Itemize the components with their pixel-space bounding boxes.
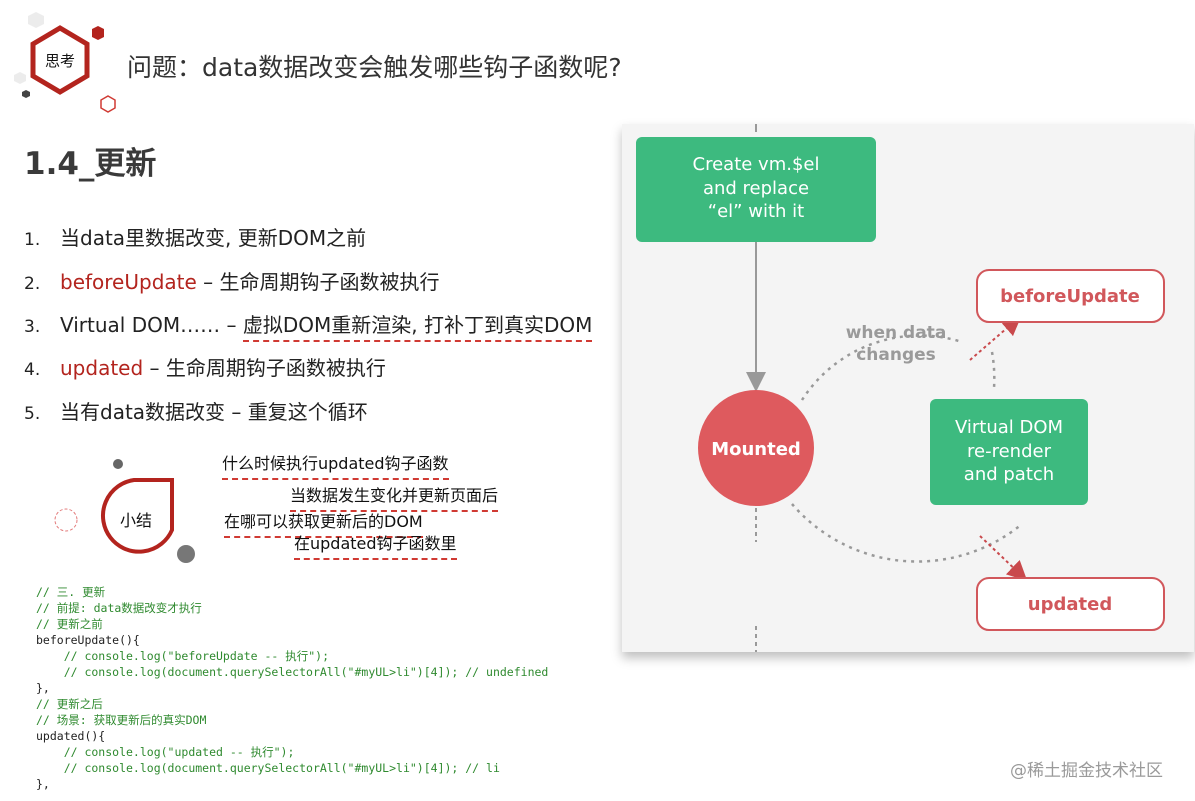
vdom-line-2: re-render bbox=[967, 441, 1052, 462]
create-box-line-3: “el” with it bbox=[708, 201, 804, 222]
vdom-line-1: Virtual DOM bbox=[955, 417, 1063, 438]
list-item-text: 当data里数据改变, 更新DOM之前 bbox=[60, 226, 367, 250]
create-box-line-2: and replace bbox=[703, 178, 809, 199]
lifecycle-diagram: Create vm.$el and replace “el” with it M… bbox=[622, 124, 1194, 652]
code-block: // 三. 更新 // 前提: data数据改变才执行 // 更新之前 beforeU… bbox=[36, 584, 548, 792]
list-item-text: 虚拟DOM重新渲染, 打补丁到真实DOM bbox=[242, 313, 593, 342]
code-line: // console.log(document.querySelectorAll… bbox=[36, 665, 549, 679]
list-item-text: – 生命周期钩子函数被执行 bbox=[196, 270, 440, 294]
summary-icon: 小结 bbox=[54, 459, 195, 563]
code-line: // console.log("beforeUpdate -- 执行"); bbox=[36, 649, 330, 663]
code-line: }, bbox=[36, 777, 50, 791]
virtual-dom-box bbox=[930, 399, 1088, 505]
beforeupdate-box bbox=[976, 269, 1165, 323]
code-line: // console.log("updated -- 执行"); bbox=[36, 745, 295, 759]
code-line: beforeUpdate(){ bbox=[36, 633, 140, 647]
summary-line-4: 在updated钩子函数里 bbox=[294, 530, 457, 560]
list-item-text: updated bbox=[60, 356, 144, 380]
create-el-box bbox=[636, 137, 876, 242]
code-line: // 更新之后 bbox=[36, 697, 103, 711]
arrow-to-beforeupdate bbox=[969, 315, 1022, 361]
question-text: 问题：data数据改变会触发哪些钩子函数呢? bbox=[127, 53, 622, 82]
code-line: updated(){ bbox=[36, 729, 106, 743]
list-item-number: 1. bbox=[24, 230, 41, 250]
watermark: @稀土掘金技术社区 bbox=[1010, 761, 1163, 781]
cycle-arc-top-left bbox=[800, 334, 963, 401]
code-line: // 场景: 获取更新后的真实DOM bbox=[36, 713, 207, 727]
updated-box bbox=[976, 577, 1165, 631]
create-box-line-1: Create vm.$el bbox=[693, 154, 820, 175]
list-item: 4. updated – 生命周期钩子函数被执行 bbox=[24, 352, 386, 381]
mounted-label: Mounted bbox=[711, 439, 801, 460]
list-item-number: 5. bbox=[24, 404, 41, 424]
when-data-line-1: when data bbox=[846, 323, 947, 343]
summary-line-1: 什么时候执行updated钩子函数 bbox=[222, 450, 449, 480]
when-data-line-2: changes bbox=[856, 345, 936, 365]
list-item-text: Virtual DOM…… – bbox=[60, 313, 243, 337]
arrow-to-updated bbox=[979, 535, 1028, 581]
code-line: // console.log(document.querySelectorAll… bbox=[36, 761, 500, 775]
code-line: // 更新之前 bbox=[36, 617, 103, 631]
list-item: 3. Virtual DOM…… – 虚拟DOM重新渲染, 打补丁到真实DOM bbox=[24, 309, 593, 342]
list-item-number: 3. bbox=[24, 317, 41, 337]
section-title: 1.4_更新 bbox=[24, 146, 157, 182]
think-badge-icon: 思考 bbox=[14, 12, 116, 113]
badge-label: 思考 bbox=[45, 52, 75, 70]
code-line: // 前提: data数据改变才执行 bbox=[36, 601, 202, 615]
list-item: 2. beforeUpdate – 生命周期钩子函数被执行 bbox=[24, 266, 440, 295]
list-item: 5. 当有data数据改变 – 重复这个循环 bbox=[24, 396, 368, 425]
summary-line-3: 在哪可以获取更新后的DOM bbox=[224, 508, 423, 538]
cycle-arc-bottom bbox=[791, 503, 1023, 563]
beforeupdate-label: beforeUpdate bbox=[1000, 286, 1140, 307]
list-item-text: beforeUpdate bbox=[60, 270, 197, 294]
mounted-circle bbox=[698, 390, 814, 506]
summary-line-2: 当数据发生变化并更新页面后 bbox=[290, 482, 499, 512]
list-item-text: – 生命周期钩子函数被执行 bbox=[143, 356, 386, 380]
list-item-text: 当有data数据改变 – 重复这个循环 bbox=[60, 400, 368, 424]
updated-label: updated bbox=[1028, 594, 1112, 615]
summary-icon-label: 小结 bbox=[120, 511, 152, 530]
list-item: 1. 当data里数据改变, 更新DOM之前 bbox=[24, 222, 366, 251]
list-item-number: 2. bbox=[24, 274, 41, 294]
code-line: }, bbox=[36, 681, 50, 695]
list-item-number: 4. bbox=[24, 360, 41, 380]
vdom-line-3: and patch bbox=[964, 464, 1054, 485]
code-line: // 三. 更新 bbox=[36, 585, 106, 599]
